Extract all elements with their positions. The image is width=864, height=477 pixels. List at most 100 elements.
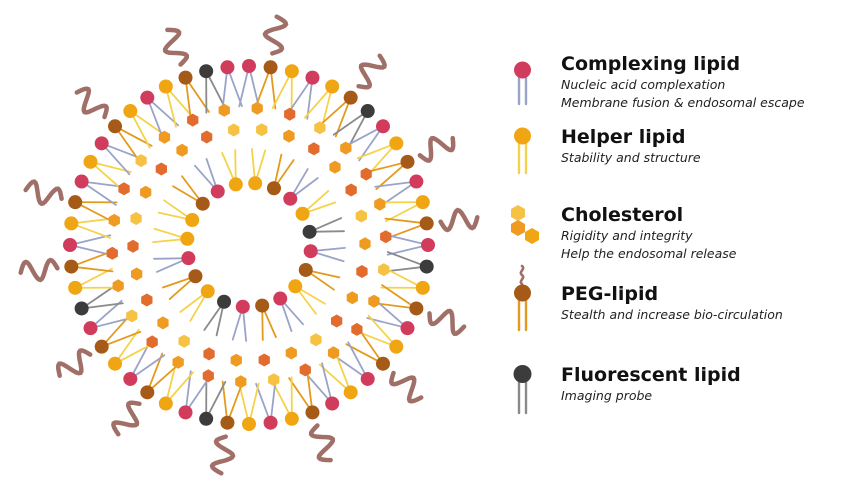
cholesterol <box>299 363 311 377</box>
helper-lipid-head <box>123 104 138 119</box>
cholesterol <box>126 309 138 323</box>
cholesterol <box>374 197 386 211</box>
legend-desc-fluorescent-lipid-1: Imaging probe <box>561 388 653 403</box>
complexing-lipid-head <box>303 244 318 259</box>
legend-desc-peg-lipid-1: Stealth and increase bio-circulation <box>561 307 783 322</box>
peg-lipid-head <box>188 269 203 284</box>
helper-lipid-head <box>415 280 430 295</box>
cholesterol <box>108 213 120 227</box>
complexing-lipid-head <box>421 238 435 252</box>
legend-title-helper-lipid: Helper lipid <box>561 126 686 148</box>
cholesterol <box>285 346 297 360</box>
peg-lipid-head <box>220 415 235 430</box>
helper-lipid-head <box>288 279 303 294</box>
cholesterol <box>201 130 213 144</box>
cholesterol <box>140 185 152 199</box>
fluorescent-lipid-head <box>217 294 232 309</box>
complexing-lipid-head <box>220 60 235 75</box>
helper-lipid-head <box>185 213 200 228</box>
helper-lipid-head <box>242 417 256 431</box>
legend-desc-complexing-lipid-2: Membrane fusion & endosomal escape <box>561 95 805 110</box>
cholesterol <box>308 142 320 156</box>
cholesterol <box>131 267 143 281</box>
cholesterol <box>346 291 358 305</box>
cholesterol <box>130 212 142 225</box>
peg-lipid-head <box>255 298 270 313</box>
cholesterol <box>258 353 270 367</box>
peg-chains-layer <box>18 14 480 476</box>
complexing-lipid-head <box>83 321 98 336</box>
cholesterol <box>359 237 371 251</box>
fluorescent-lipid-head <box>199 411 214 426</box>
cholesterol <box>340 141 352 155</box>
peg-chain <box>438 207 480 233</box>
peg-chain <box>427 308 467 337</box>
cholesterol <box>310 333 322 347</box>
peg-chain <box>18 257 60 283</box>
peg-lipid-head <box>140 385 155 400</box>
cholesterol <box>345 183 357 197</box>
complexing-lipid-head <box>360 371 375 386</box>
peg-lipid-head <box>64 259 79 274</box>
complexing-lipid-head <box>140 90 155 105</box>
cholesterol <box>268 373 280 387</box>
peg-lipid-icon <box>514 264 531 332</box>
fluorescent-lipid-head <box>360 104 375 119</box>
legend-desc-cholesterol-2: Help the endosomal release <box>561 246 737 261</box>
peg-lipid-head <box>263 60 278 75</box>
legend-title-peg-lipid: PEG-lipid <box>561 283 659 305</box>
peg-chain <box>308 423 336 463</box>
cholesterol <box>203 347 215 361</box>
cholesterol <box>251 101 263 115</box>
peg-chain <box>74 86 110 120</box>
peg-chain <box>209 434 236 476</box>
peg-lipid-head <box>266 181 281 196</box>
peg-lipid-head <box>298 262 313 277</box>
cholesterol <box>141 293 153 307</box>
helper-lipid-head <box>325 79 340 94</box>
complexing-lipid-head <box>235 299 250 314</box>
complexing-lipid-head <box>273 291 288 306</box>
peg-chain <box>388 370 424 404</box>
cholesterol <box>314 121 326 135</box>
cholesterol <box>178 334 190 348</box>
peg-chain <box>356 53 387 90</box>
complexing-lipid-head <box>181 251 196 266</box>
helper-lipid-head <box>180 231 195 246</box>
helper-lipid-head <box>389 339 404 354</box>
cholesterol <box>127 239 139 253</box>
complexing-lipid-head <box>325 396 340 411</box>
cholesterol <box>172 355 184 369</box>
lipid-nanoparticle-diagram <box>18 14 480 476</box>
cholesterol <box>228 123 240 137</box>
helper-lipid-head <box>64 216 79 231</box>
helper-lipid-head <box>200 284 215 299</box>
cholesterol <box>283 129 295 143</box>
cholesterol <box>331 314 343 328</box>
cholesterol <box>256 123 268 137</box>
peg-lipid-head <box>94 339 109 354</box>
peg-lipid-head <box>419 216 434 231</box>
complexing-lipid-head <box>400 321 415 336</box>
cholesterol <box>146 335 158 349</box>
helper-lipid-head <box>343 385 358 400</box>
cholesterol <box>155 162 167 176</box>
helper-lipid-head <box>108 356 123 371</box>
fluorescent-lipid-head <box>199 64 214 79</box>
cholesterol-layer <box>106 101 392 389</box>
peg-lipid-head <box>108 119 123 134</box>
cholesterol <box>218 103 230 117</box>
complexing-lipid-head <box>74 174 89 189</box>
cholesterol <box>380 230 392 244</box>
fluorescent-lipid-icon <box>513 365 532 415</box>
cholesterol <box>355 209 367 223</box>
cholesterol <box>202 369 214 383</box>
cholesterol-icon <box>511 205 539 244</box>
cholesterol <box>118 182 130 196</box>
peg-chain <box>417 135 456 163</box>
peg-lipid-head <box>375 356 390 371</box>
complexing-lipid-head <box>263 415 278 430</box>
peg-chain <box>55 348 93 378</box>
helper-lipid-head <box>248 176 263 191</box>
helper-lipid-head <box>415 195 430 210</box>
